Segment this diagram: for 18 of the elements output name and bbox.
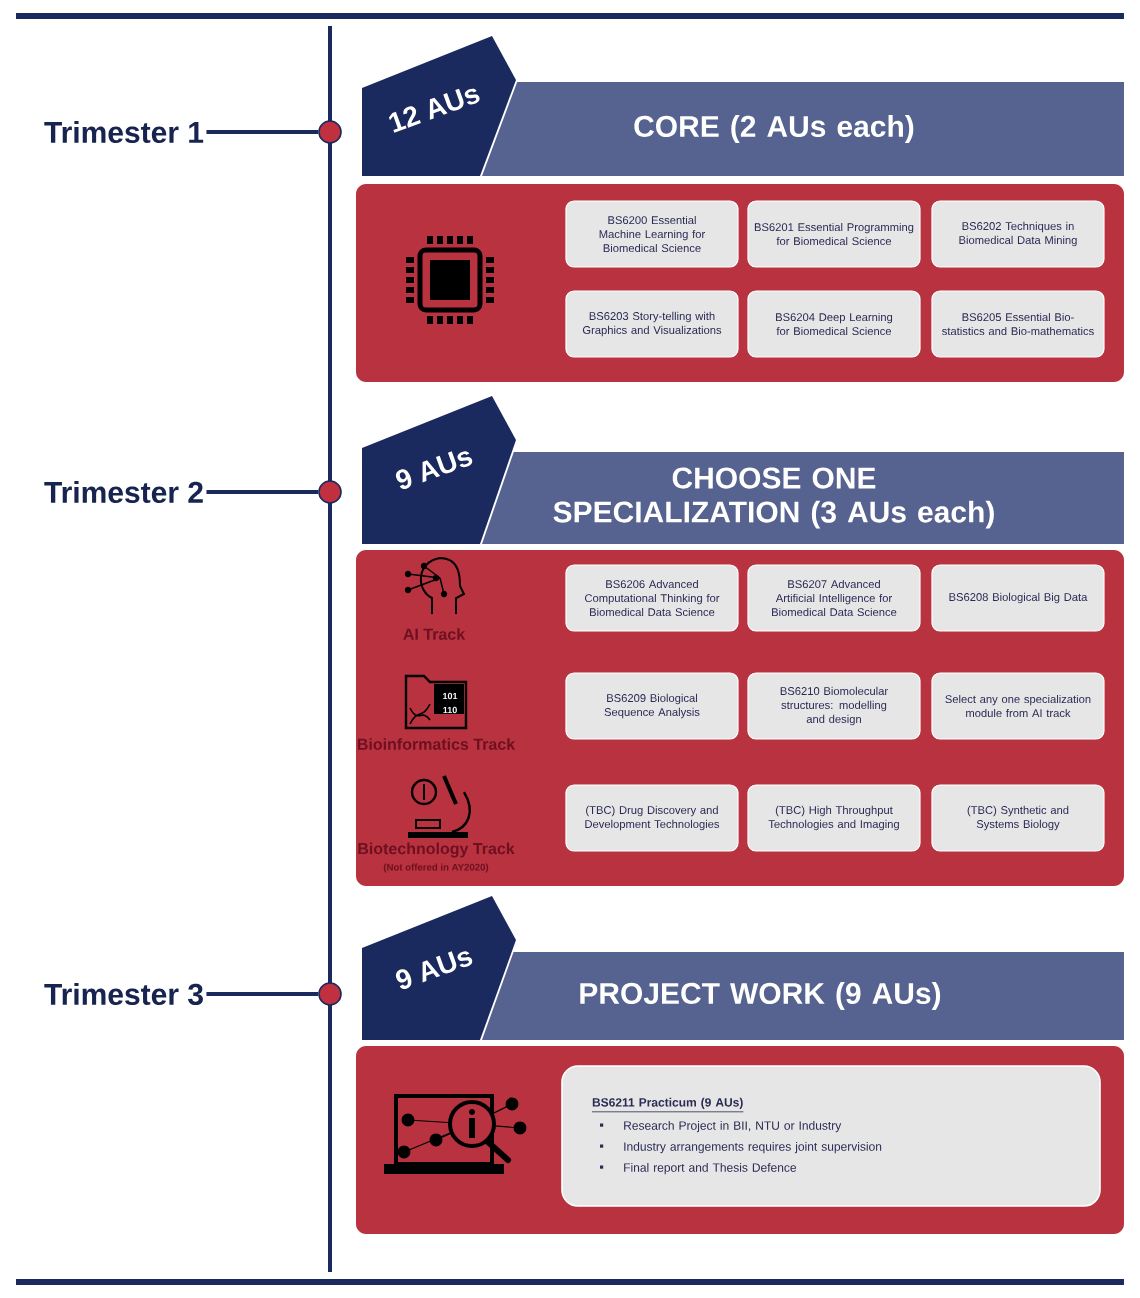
timeline-dot: [318, 480, 342, 504]
track-label: Biotechnology Track: [358, 842, 515, 858]
track-label: Bioinformatics Track: [357, 738, 516, 750]
connector-line: [206, 490, 319, 494]
credit-badge: 12 AUs: [362, 36, 516, 176]
credit-badge: 9 AUs: [362, 896, 516, 1040]
connector-line: [206, 130, 319, 134]
timeline-dot: [318, 982, 342, 1006]
timeline-dot: [318, 120, 342, 144]
section-header: PROJECT WORK (9 AUs): [482, 952, 1124, 1040]
track-label: AI Track: [403, 628, 466, 640]
trimester-label: Trimester 2: [44, 481, 203, 503]
section-header: CHOOSE ONE SPECIALIZATION (3 AUs each): [482, 452, 1124, 544]
connector-line: [206, 992, 319, 996]
trimester-label: Trimester 1: [44, 121, 204, 144]
section-header: CORE (2 AUs each): [482, 82, 1124, 176]
trimester-label: Trimester 3: [44, 982, 203, 1006]
credit-badge: 9 AUs: [362, 396, 516, 544]
